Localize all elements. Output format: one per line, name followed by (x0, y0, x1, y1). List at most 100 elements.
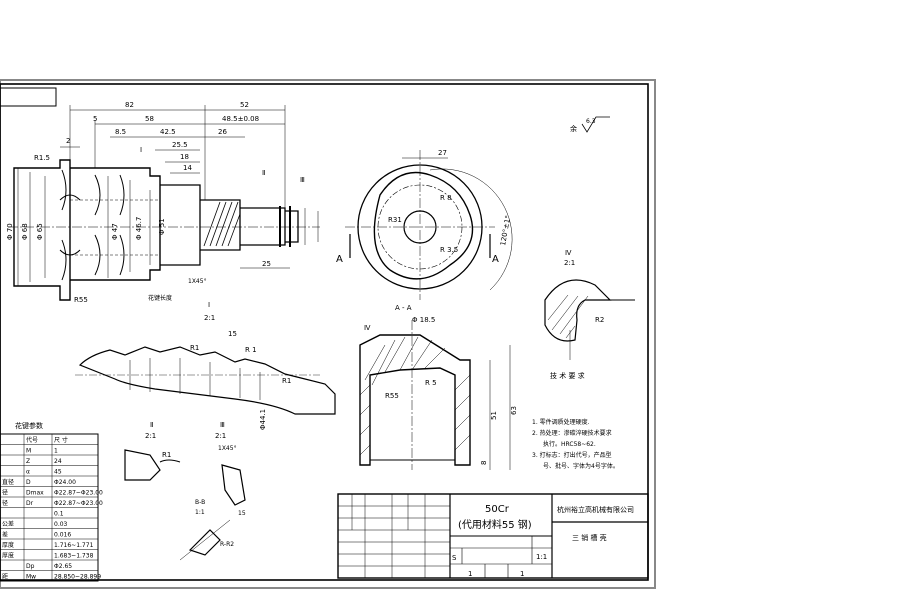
svg-text:号、批号、字体为4号字体。: 号、批号、字体为4号字体。 (543, 462, 619, 470)
end-view-texts: 27 R31 R 8 R 3.5 120°±1° A A (336, 149, 512, 265)
svg-text:Φ44.1: Φ44.1 (259, 409, 267, 430)
spline-table-cell: 1.683~1.738 (54, 553, 94, 560)
svg-text:Ⅲ: Ⅲ (220, 421, 225, 429)
material: 50Cr (485, 504, 510, 515)
spline-table-header-cell: 尺 寸 (54, 436, 68, 444)
spline-table-cell: Φ24.00 (54, 479, 76, 486)
section-aa-texts: A - A Φ 18.5 R 5 R55 Ⅳ 51 63 8 (364, 304, 518, 465)
svg-text:花键长度: 花键长度 (148, 294, 172, 302)
spline-table-cell: 厚度 (2, 541, 14, 549)
svg-text:14: 14 (183, 164, 192, 172)
material-note: (代用材料55 钢) (458, 518, 532, 531)
svg-text:Φ 70: Φ 70 (6, 223, 14, 240)
detail-i-texts: Ⅰ 2:1 R1 R 1 R1 15 Φ44.1 (190, 301, 291, 430)
svg-text:2:1: 2:1 (145, 432, 156, 440)
spline-table-cell: Dp (26, 563, 35, 570)
spline-table-cell: 径 (2, 489, 8, 497)
svg-text:25.5: 25.5 (172, 141, 188, 149)
svg-text:8.5: 8.5 (115, 128, 126, 136)
svg-text:6.3: 6.3 (586, 118, 596, 125)
part-name: 三 销 槽 壳 (572, 533, 607, 542)
svg-text:58: 58 (145, 115, 154, 123)
svg-text:8: 8 (480, 461, 488, 465)
svg-text:Φ 51: Φ 51 (158, 218, 166, 235)
spline-table-cell: 0.016 (54, 532, 71, 539)
spline-table-cell: 28.850~28.899 (54, 574, 101, 581)
spline-table-cell: Dr (26, 500, 34, 507)
title-block (337, 493, 649, 579)
spline-table-cell: 45 (54, 469, 62, 476)
svg-text:R55: R55 (385, 392, 399, 400)
title-block-texts: 50Cr (代用材料55 钢) 杭州裕立高机械有限公司 三 销 槽 壳 S 1:… (452, 504, 634, 578)
spline-table-cell: D (26, 479, 31, 486)
shaft-main-view (8, 105, 320, 301)
svg-text:2:1: 2:1 (204, 314, 215, 322)
spline-table-cell: Φ2.65 (54, 563, 72, 570)
svg-text:R1: R1 (162, 451, 171, 459)
spline-table-cell: Φ22.87~Φ23.00 (54, 500, 103, 507)
spline-table-cell: 距 (2, 574, 8, 581)
company-name: 杭州裕立高机械有限公司 (557, 505, 634, 514)
spline-table-cell: Dmax (26, 490, 44, 497)
spline-table-header-cell: 代号 (26, 436, 38, 444)
svg-text:Ⅰ: Ⅰ (140, 146, 142, 154)
svg-text:1X45°: 1X45° (218, 445, 237, 452)
sheet-mark: S (452, 554, 457, 562)
svg-text:R 5: R 5 (425, 379, 437, 387)
detail-iv (544, 279, 635, 360)
svg-text:15: 15 (228, 330, 237, 338)
svg-text:51: 51 (490, 411, 498, 420)
svg-text:42.5: 42.5 (160, 128, 176, 136)
section-aa (359, 320, 511, 470)
end-view (345, 150, 513, 300)
svg-text:1. 零件调质处理硬度.: 1. 零件调质处理硬度. (532, 418, 590, 426)
shaft-detail-markers: Ⅰ Ⅱ Ⅲ (140, 146, 305, 184)
spline-table-cell: 差 (2, 531, 8, 539)
detail-ii-iii-bb-texts: Ⅱ 2:1 R1 Ⅲ 2:1 1X45° 15 B-B 1:1 R-R2 (145, 421, 246, 548)
svg-text:执行。HRC58~62.: 执行。HRC58~62. (543, 440, 596, 448)
svg-text:82: 82 (125, 101, 134, 109)
sheets: 1 (520, 570, 524, 578)
svg-text:63: 63 (510, 406, 518, 415)
spline-table-cell: M (26, 448, 31, 455)
spline-table-cell: 直径 (2, 478, 14, 486)
drawing-frame (0, 79, 656, 589)
spline-table-cell: 1.716~1.771 (54, 542, 94, 549)
svg-text:120°±1°: 120°±1° (499, 215, 512, 247)
technical-requirements: 技 术 要 求 1. 零件调质处理硬度. 2. 热处理：渗碳淬硬技术要求 执行。… (532, 371, 619, 470)
svg-text:3. 打标志：打出代号，产品型: 3. 打标志：打出代号，产品型 (532, 451, 612, 459)
svg-text:A: A (492, 254, 499, 265)
detail-i (75, 346, 336, 415)
quantity: 1 (468, 570, 472, 578)
svg-text:18: 18 (180, 153, 189, 161)
svg-text:Ⅲ: Ⅲ (300, 176, 305, 184)
svg-text:5: 5 (93, 115, 97, 123)
spline-table-title: 花键参数 (15, 421, 43, 430)
tech-req-title: 技 术 要 求 (550, 371, 585, 380)
svg-text:A - A: A - A (395, 304, 412, 312)
svg-text:R 8: R 8 (440, 194, 452, 202)
svg-text:Φ 65: Φ 65 (36, 223, 44, 240)
svg-text:Φ 46.7: Φ 46.7 (135, 217, 143, 240)
svg-text:余: 余 (570, 124, 577, 133)
detail-iv-texts: Ⅳ 2:1 R2 (564, 249, 604, 324)
spline-table-cell: 0.1 (54, 511, 64, 518)
spline-table-cell: 厚度 (2, 552, 14, 560)
svg-text:R 3.5: R 3.5 (440, 246, 458, 254)
spline-table-cell: Z (26, 458, 30, 465)
spline-table-cell: 0.03 (54, 521, 68, 528)
svg-text:Ⅱ: Ⅱ (262, 169, 265, 177)
svg-text:R1.5: R1.5 (34, 154, 50, 162)
svg-text:R-R2: R-R2 (220, 541, 234, 548)
shaft-dimension-texts: 82 52 2 5 58 48.5±0.08 8.5 42.5 26 25.5 … (6, 101, 271, 304)
svg-text:A: A (336, 254, 343, 265)
svg-text:26: 26 (218, 128, 227, 136)
svg-text:1:1: 1:1 (195, 509, 205, 516)
detail-ii-iii-bb (124, 449, 246, 561)
svg-text:2:1: 2:1 (215, 432, 226, 440)
spline-table-cell: 24 (54, 458, 62, 465)
svg-text:Ⅳ: Ⅳ (364, 324, 371, 332)
